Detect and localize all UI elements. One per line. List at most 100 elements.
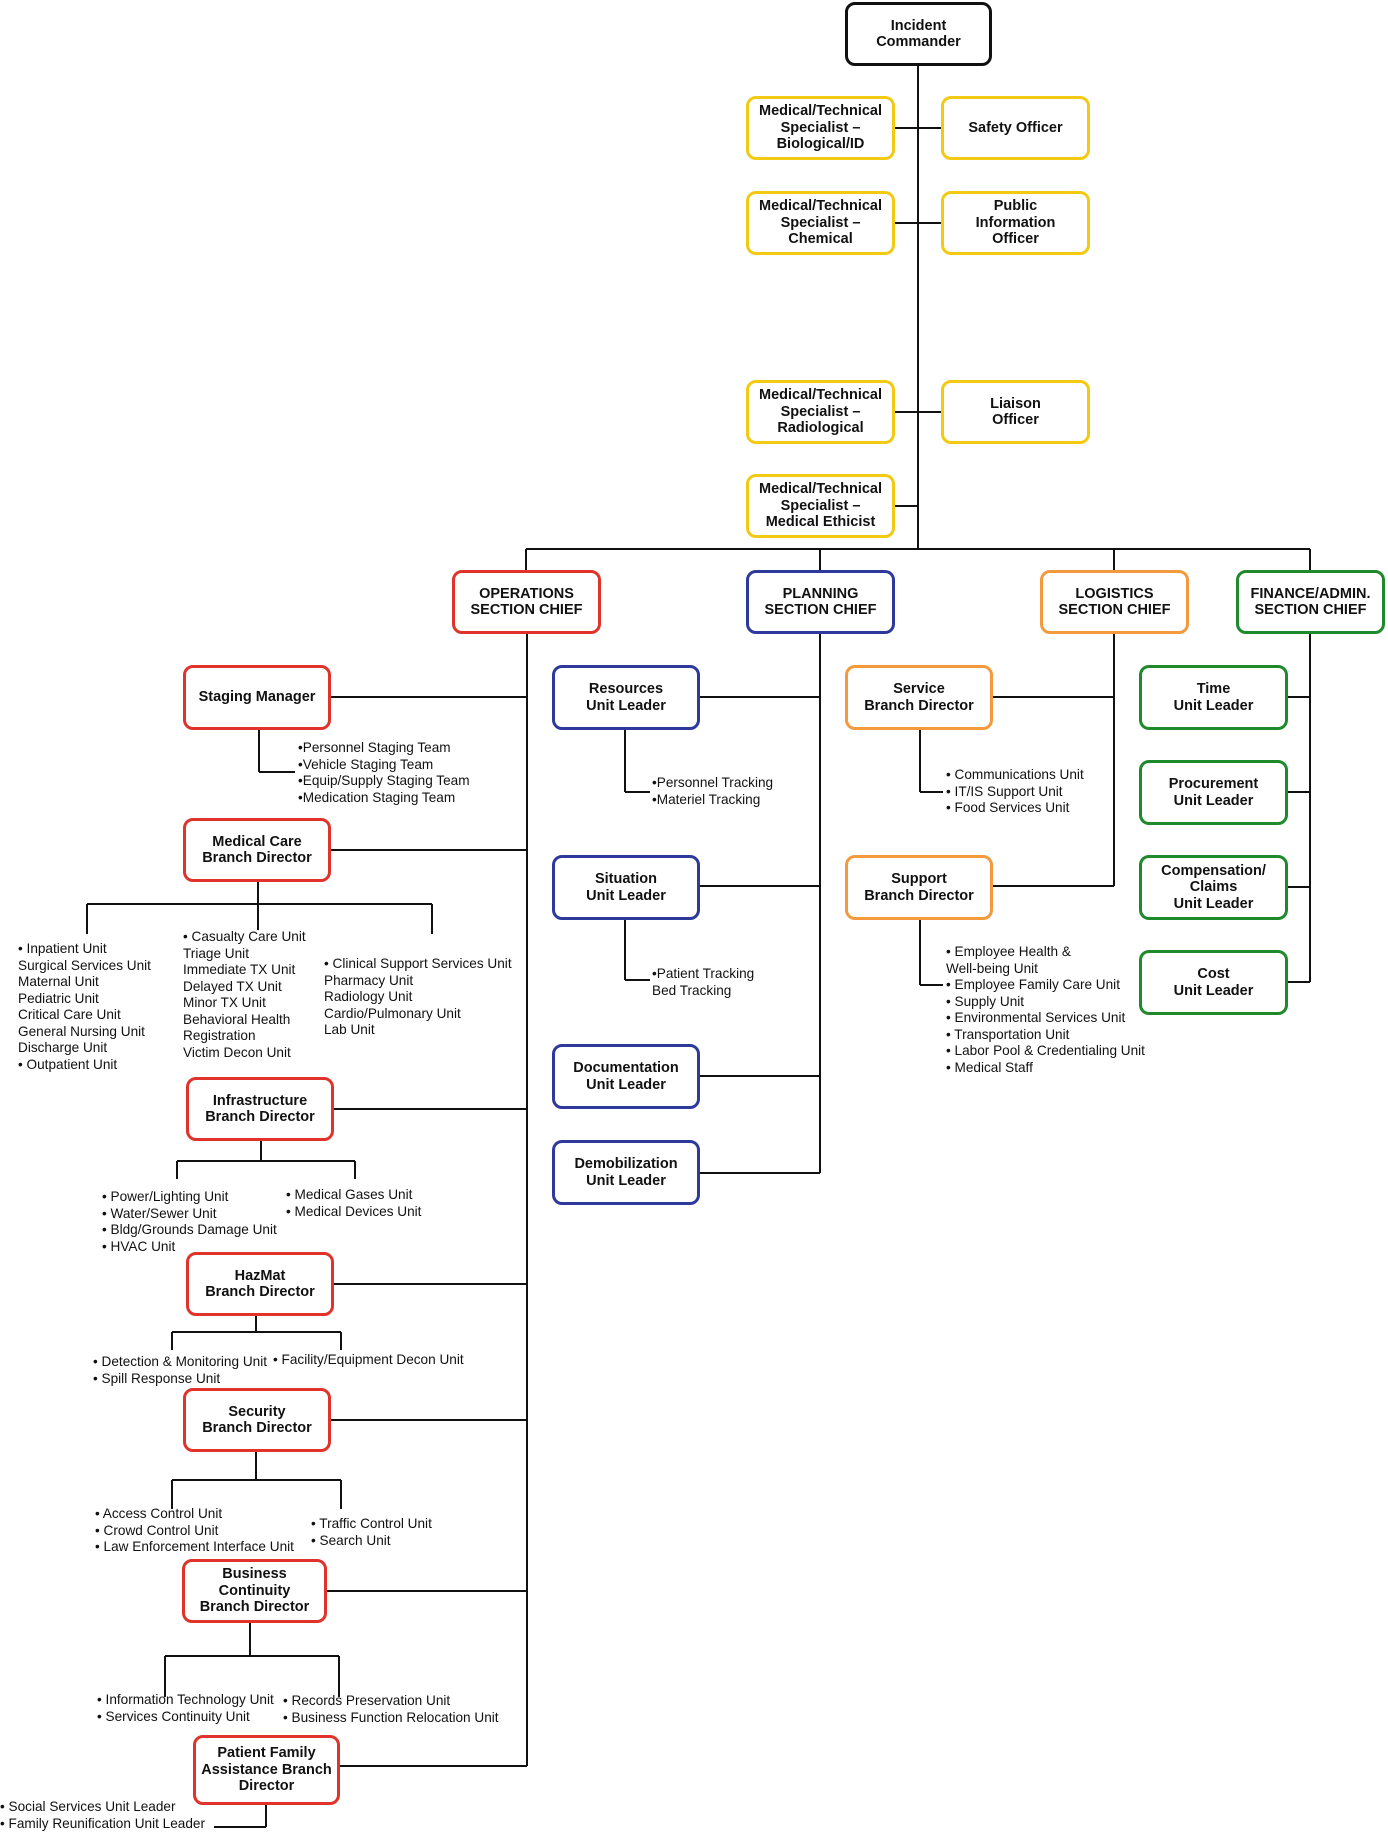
list-item: • Access Control Unit: [95, 1506, 223, 1521]
cost-unit-box: Cost Unit Leader: [1139, 950, 1288, 1015]
list-item: • Labor Pool & Credentialing Unit: [946, 1043, 1145, 1058]
liaison-officer-box: Liaison Officer: [941, 380, 1090, 444]
security-branch-box: Security Branch Director: [183, 1388, 331, 1452]
support-units-list: • Employee Health & Well-being Unit • Em…: [946, 944, 1145, 1076]
security-list-a: • Access Control Unit • Crowd Control Un…: [95, 1506, 294, 1556]
list-item: •Vehicle Staging Team: [298, 756, 434, 772]
logistics-section-chief-box: LOGISTICS SECTION CHIEF: [1040, 570, 1189, 634]
specialist-medical-ethicist-box: Medical/Technical Specialist – Medical E…: [746, 474, 895, 538]
infrastructure-list-b: • Medical Gases Unit • Medical Devices U…: [286, 1187, 421, 1220]
resources-tracking-list: •Personnel Tracking •Materiel Tracking: [652, 775, 773, 808]
list-item: •Patient Tracking: [652, 966, 755, 981]
list-item: • IT/IS Support Unit: [946, 783, 1063, 799]
situation-tracking-list: •Patient Tracking Bed Tracking: [652, 966, 754, 999]
list-item: Pharmacy Unit: [324, 972, 414, 988]
medical-clinical-support-list: • Clinical Support Services Unit Pharmac…: [324, 956, 512, 1039]
list-item: • Employee Health &: [946, 944, 1071, 959]
list-item: • Facility/Equipment Decon Unit: [273, 1352, 464, 1367]
list-item: • Supply Unit: [946, 993, 1025, 1009]
medical-care-branch-box: Medical Care Branch Director: [183, 818, 331, 882]
list-item: Bed Tracking: [652, 982, 732, 998]
business-continuity-list-b: • Records Preservation Unit • Business F…: [283, 1693, 499, 1726]
list-item: • Family Reunification Unit Leader: [0, 1815, 205, 1831]
list-item: • Water/Sewer Unit: [102, 1205, 217, 1221]
business-continuity-list-a: • Information Technology Unit • Services…: [97, 1692, 274, 1725]
list-item: Well-being Unit: [946, 960, 1038, 976]
list-item: General Nursing Unit: [18, 1023, 145, 1039]
list-item: •Medication Staging Team: [298, 789, 456, 805]
specialist-chemical-box: Medical/Technical Specialist – Chemical: [746, 191, 895, 255]
public-information-officer-box: Public Information Officer: [941, 191, 1090, 255]
list-item: • Search Unit: [311, 1532, 391, 1548]
safety-officer-box: Safety Officer: [941, 96, 1090, 160]
list-item: •Materiel Tracking: [652, 791, 761, 807]
list-item: • Social Services Unit Leader: [0, 1799, 176, 1814]
finance-section-chief-box: FINANCE/ADMIN. SECTION CHIEF: [1236, 570, 1385, 634]
list-item: Radiology Unit: [324, 989, 413, 1004]
list-item: Cardio/Pulmonary Unit: [324, 1005, 461, 1021]
list-item: • Spill Response Unit: [93, 1370, 221, 1386]
list-item: Delayed TX Unit: [183, 978, 282, 994]
operations-section-chief-box: OPERATIONS SECTION CHIEF: [452, 570, 601, 634]
hazmat-list-b: • Facility/Equipment Decon Unit: [273, 1352, 464, 1369]
service-units-list: • Communications Unit • IT/IS Support Un…: [946, 767, 1084, 817]
list-item: Registration: [183, 1028, 256, 1043]
hazmat-list-a: • Detection & Monitoring Unit • Spill Re…: [93, 1354, 267, 1387]
list-item: • Bldg/Grounds Damage Unit: [102, 1222, 277, 1237]
planning-section-chief-box: PLANNING SECTION CHIEF: [746, 570, 895, 634]
compensation-claims-unit-box: Compensation/ Claims Unit Leader: [1139, 855, 1288, 920]
list-item: Victim Decon Unit: [183, 1044, 291, 1060]
incident-commander-box: Incident Commander: [845, 2, 992, 66]
list-item: • Employee Family Care Unit: [946, 977, 1120, 992]
list-item: • Records Preservation Unit: [283, 1693, 451, 1708]
list-item: Surgical Services Unit: [18, 957, 151, 973]
list-item: • Crowd Control Unit: [95, 1522, 219, 1538]
demobilization-unit-box: Demobilization Unit Leader: [552, 1140, 700, 1205]
list-item: • Communications Unit: [946, 767, 1084, 782]
list-item: • Casualty Care Unit: [183, 929, 306, 944]
documentation-unit-box: Documentation Unit Leader: [552, 1044, 700, 1109]
list-item: • Food Services Unit: [946, 800, 1070, 815]
list-item: Triage Unit: [183, 945, 249, 961]
patient-family-branch-box: Patient Family Assistance Branch Directo…: [193, 1735, 340, 1805]
list-item: •Equip/Supply Staging Team: [298, 773, 470, 788]
list-item: • Business Function Relocation Unit: [283, 1709, 499, 1725]
list-item: • Detection & Monitoring Unit: [93, 1354, 268, 1369]
specialist-radiological-box: Medical/Technical Specialist – Radiologi…: [746, 380, 895, 444]
list-item: • HVAC Unit: [102, 1238, 176, 1254]
time-unit-box: Time Unit Leader: [1139, 665, 1288, 730]
staging-manager-box: Staging Manager: [183, 665, 331, 730]
list-item: • Power/Lighting Unit: [102, 1189, 229, 1204]
situation-unit-box: Situation Unit Leader: [552, 855, 700, 920]
list-item: Discharge Unit: [18, 1040, 108, 1055]
procurement-unit-box: Procurement Unit Leader: [1139, 760, 1288, 825]
list-item: Minor TX Unit: [183, 995, 266, 1010]
list-item: • Outpatient Unit: [18, 1056, 118, 1072]
security-list-b: • Traffic Control Unit • Search Unit: [311, 1516, 432, 1549]
list-item: • Information Technology Unit: [97, 1692, 274, 1707]
list-item: • Inpatient Unit: [18, 941, 107, 956]
list-item: •Personnel Staging Team: [298, 740, 451, 755]
list-item: Lab Unit: [324, 1022, 375, 1037]
list-item: • Traffic Control Unit: [311, 1516, 432, 1531]
business-continuity-branch-box: Business Continuity Branch Director: [182, 1559, 327, 1623]
list-item: • Environmental Services Unit: [946, 1010, 1126, 1025]
patient-family-list: • Social Services Unit Leader • Family R…: [0, 1799, 205, 1832]
service-branch-box: Service Branch Director: [845, 665, 993, 730]
list-item: Maternal Unit: [18, 974, 99, 989]
infrastructure-list-a: • Power/Lighting Unit • Water/Sewer Unit…: [102, 1189, 277, 1255]
hazmat-branch-box: HazMat Branch Director: [186, 1252, 334, 1316]
resources-unit-box: Resources Unit Leader: [552, 665, 700, 730]
list-item: • Clinical Support Services Unit: [324, 956, 512, 971]
support-branch-box: Support Branch Director: [845, 855, 993, 920]
list-item: • Medical Gases Unit: [286, 1187, 413, 1202]
infrastructure-branch-box: Infrastructure Branch Director: [186, 1077, 334, 1141]
list-item: Behavioral Health: [183, 1011, 291, 1027]
list-item: •Personnel Tracking: [652, 775, 774, 790]
medical-casualty-list: • Casualty Care Unit Triage Unit Immedia…: [183, 929, 306, 1061]
staging-teams-list: •Personnel Staging Team •Vehicle Staging…: [298, 740, 470, 806]
list-item: • Medical Devices Unit: [286, 1203, 422, 1219]
list-item: • Law Enforcement Interface Unit: [95, 1539, 294, 1554]
list-item: Pediatric Unit: [18, 990, 99, 1006]
